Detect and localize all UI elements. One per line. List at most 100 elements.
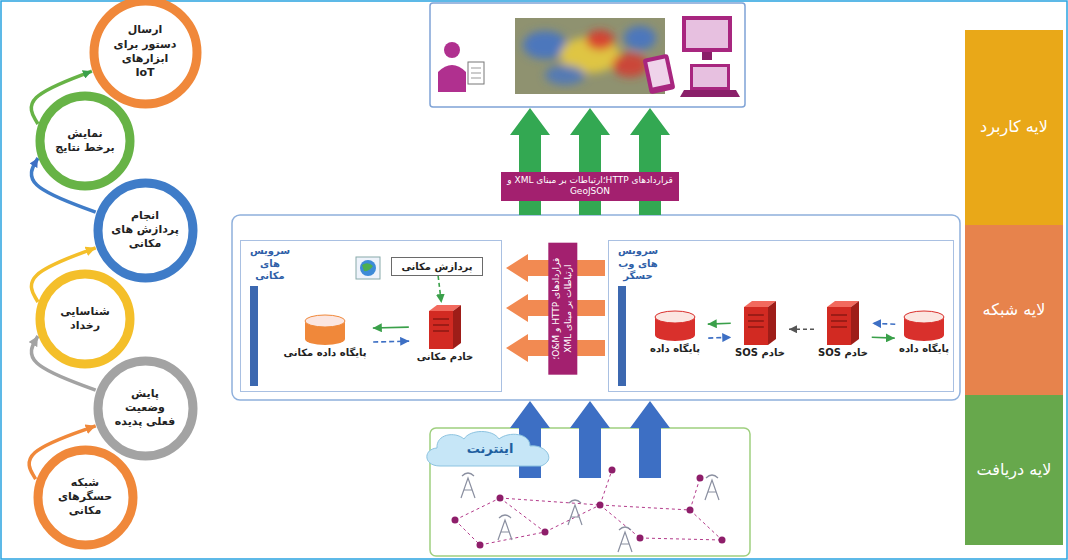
- sensor-link: [545, 505, 600, 532]
- sensor-link: [640, 538, 722, 540]
- node-label: شناسایی رخداد: [51, 305, 119, 334]
- sensor-dot: [497, 495, 504, 502]
- cycle-step: شبکه حسگرهای مکانی: [33, 445, 138, 550]
- heat-map-part-part: [545, 65, 585, 85]
- heat-map-part: [515, 18, 665, 94]
- server-icon: [427, 303, 463, 351]
- layer-band: لایه کاربرد: [965, 30, 1063, 225]
- network-container: [232, 215, 960, 400]
- node-label: خادم مکانی: [409, 351, 481, 364]
- server-icon: [742, 299, 778, 347]
- server-slot: [831, 314, 847, 315]
- layer-band: لایه شبکه: [965, 225, 1063, 395]
- sensor-link: [600, 505, 690, 510]
- sensor-dot: [542, 529, 549, 536]
- sensor-dot: [452, 517, 459, 524]
- database-node: پایگاه داده: [642, 309, 708, 356]
- cycle-step: انجام پردازش های مکانی: [93, 178, 198, 283]
- node-label: لایه دریافت: [974, 459, 1054, 481]
- up-arrows-blue-part: [570, 401, 610, 478]
- user-icon-part: [471, 73, 481, 74]
- sensor-link: [500, 498, 600, 505]
- computer-icons-part: [647, 58, 670, 87]
- antenna: [498, 515, 512, 540]
- computer-icons-part: [686, 20, 728, 48]
- node-label: سرویس های مکانی: [245, 245, 295, 283]
- antenna: [461, 473, 475, 498]
- application-box-part: [430, 3, 745, 107]
- node-label: قراردادهای HTTP؛ارتباطات بر مبنای XML و …: [507, 175, 673, 198]
- connector: [708, 336, 731, 338]
- node-label: انجام پردازش های مکانی: [111, 209, 179, 252]
- protocol-band: قراردادهای HTTP؛ارتباطات بر مبنای XML و …: [501, 172, 679, 201]
- sensor-network: [452, 467, 726, 553]
- server-front: [827, 307, 851, 345]
- node-label: ارسال دستور برای ابزارهای IoT: [111, 23, 179, 80]
- server-slot: [748, 320, 764, 321]
- heat-map-part-part: [612, 53, 648, 77]
- db-top: [305, 315, 345, 327]
- ring: [98, 183, 193, 278]
- antenna: [705, 475, 719, 500]
- server-node: خادم SOS: [731, 299, 789, 360]
- server-slot: [831, 320, 847, 321]
- node-label: نمایش برخط نتایج: [51, 127, 119, 156]
- globe-icon-part: [360, 260, 376, 276]
- db-top: [904, 311, 944, 323]
- up-arrows-blue-part: [630, 401, 670, 478]
- user-icon-part: [444, 42, 460, 58]
- computer-icons-part: [702, 52, 712, 60]
- connector: [438, 276, 441, 303]
- connector: [373, 340, 409, 342]
- connector: [872, 337, 895, 339]
- server-node: خادم SOS: [814, 299, 872, 360]
- server-slot: [433, 324, 449, 325]
- ring: [94, 1, 197, 104]
- connector: [789, 328, 814, 330]
- user-icon-part: [471, 68, 481, 69]
- database-icon: [902, 309, 946, 343]
- heat-map: [515, 18, 665, 94]
- node-label: خادم SOS: [731, 347, 789, 360]
- node-label: پایگاه داده: [895, 343, 953, 356]
- computer-icons-part: [693, 67, 727, 87]
- server-front: [744, 307, 768, 345]
- user-icon-part: [438, 65, 466, 92]
- connector: [872, 323, 895, 325]
- user-icon: [438, 42, 484, 92]
- node-label: پایگاه داده مکانی: [277, 347, 373, 360]
- computer-icons-part: [643, 54, 676, 95]
- sensor-dot: [697, 475, 704, 482]
- server-slot: [433, 318, 449, 319]
- server-icon: [825, 299, 861, 347]
- server-side: [768, 301, 776, 345]
- computer-icons-part: [680, 90, 740, 97]
- node-label: لایه کاربرد: [974, 116, 1054, 138]
- internet-cloud: اینترنت: [420, 428, 560, 468]
- user-icon-part: [471, 78, 481, 79]
- database-icon: [303, 313, 347, 347]
- server-side: [851, 301, 859, 345]
- db-top: [655, 311, 695, 323]
- database-node: پایگاه داده مکانی: [277, 313, 373, 360]
- sensor-dot: [597, 502, 604, 509]
- sensor-link: [600, 505, 640, 538]
- process-box: پردازش مکانی: [391, 257, 483, 276]
- sensor-dot: [687, 507, 694, 514]
- sensor-dot: [719, 537, 726, 544]
- sensor-dot: [609, 467, 616, 474]
- sensor-dot: [637, 535, 644, 542]
- server-front: [429, 311, 453, 349]
- server-slot: [748, 314, 764, 315]
- cycle-step: پایش وضعیت فعلی پدیده: [93, 356, 198, 461]
- node-label: لایه شبکه: [974, 299, 1054, 321]
- user-icon-part: [468, 62, 484, 84]
- edge-group: [29, 71, 895, 479]
- database-icon: [653, 309, 697, 343]
- node-label: خادم SOS: [814, 347, 872, 360]
- heat-map-part-part: [624, 26, 656, 50]
- antenna: [618, 527, 632, 552]
